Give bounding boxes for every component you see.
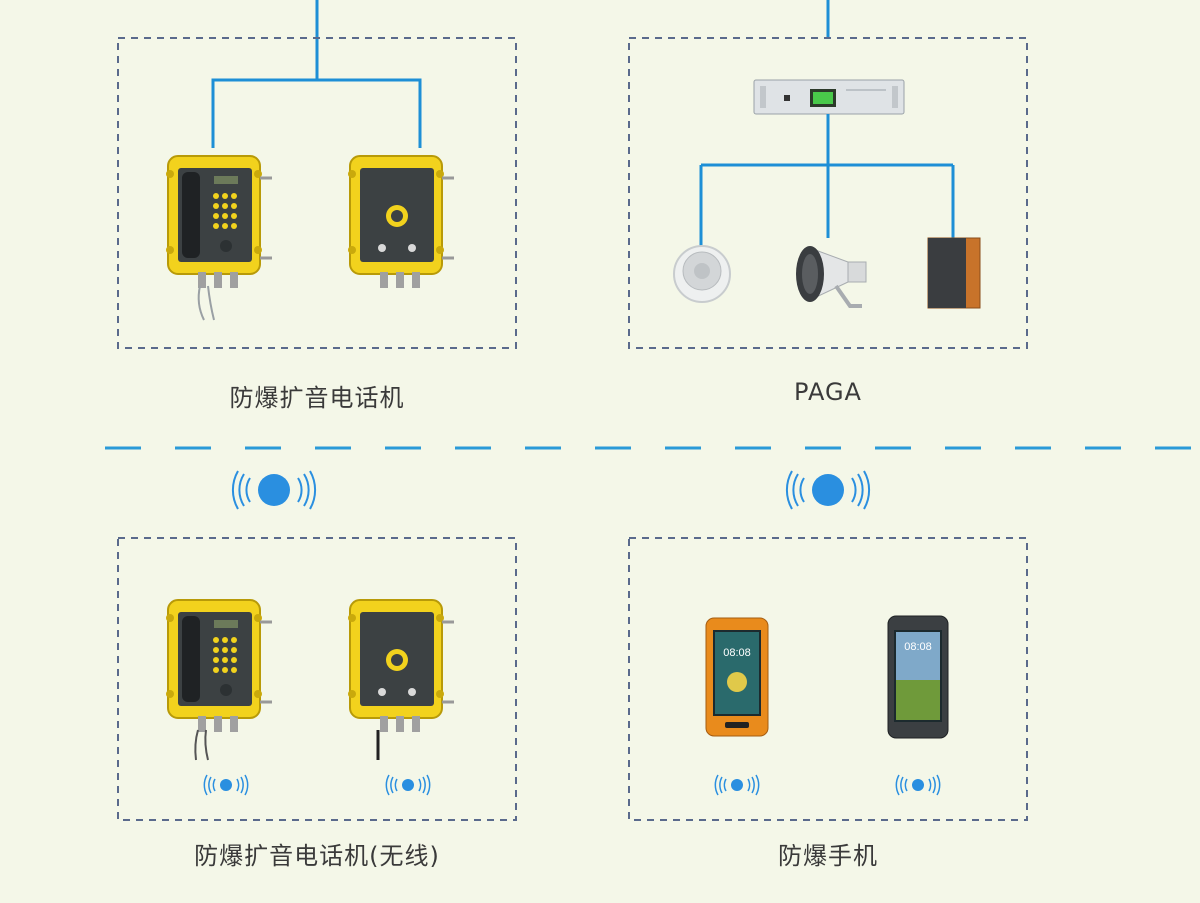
rugged-handset-black-image: 08:08	[887, 615, 949, 739]
caption-paga: PAGA	[794, 378, 862, 406]
button-phone-image	[346, 598, 456, 734]
wireless-icon	[385, 774, 431, 796]
caption-handsets: 防爆手机	[778, 842, 878, 870]
box-paga	[628, 37, 1028, 349]
paga-amplifier-image	[753, 79, 905, 115]
box-wired-phones	[117, 37, 517, 349]
keypad-phone-image	[164, 598, 274, 734]
rugged-handset-orange-image: 08:08	[705, 617, 769, 737]
button-phone-image	[346, 154, 456, 290]
box-handsets	[628, 537, 1028, 821]
caption-wireless-phones: 防爆扩音电话机(无线)	[194, 842, 440, 870]
wireless-icon	[895, 774, 941, 796]
ceiling-speaker-image	[673, 245, 731, 303]
keypad-phone-image	[164, 154, 274, 290]
box-speaker-image	[927, 237, 981, 309]
wireless-icon	[231, 470, 317, 510]
wireless-icon	[203, 774, 249, 796]
wireless-icon	[785, 470, 871, 510]
wired-phone-connector	[211, 78, 422, 148]
wireless-icon	[714, 774, 760, 796]
paga-connector	[699, 114, 955, 248]
box-wireless-phones	[117, 537, 517, 821]
horn-speaker-image	[796, 246, 867, 308]
handset-clock: 08:08	[723, 647, 751, 659]
handset-clock: 08:08	[904, 641, 932, 653]
caption-wired-phones: 防爆扩音电话机	[229, 384, 405, 412]
